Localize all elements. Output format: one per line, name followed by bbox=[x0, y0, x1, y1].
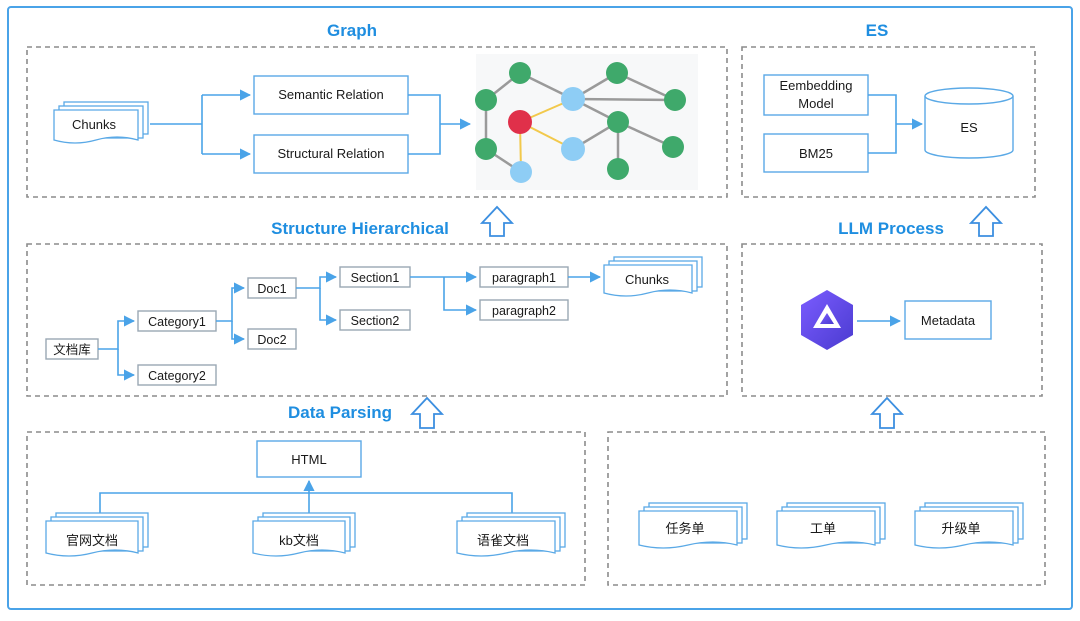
graph-node bbox=[561, 137, 585, 161]
category1-label: Category1 bbox=[148, 315, 206, 329]
ticket-work-label: 工单 bbox=[810, 521, 836, 536]
graph-chunks-label: Chunks bbox=[72, 117, 117, 132]
graph-chunks-doc: Chunks bbox=[53, 101, 149, 144]
arrow-up-to-llm bbox=[869, 396, 905, 429]
llm-logo-icon bbox=[801, 290, 853, 350]
graph-node-center bbox=[508, 110, 532, 134]
graph-node bbox=[561, 87, 585, 111]
semantic-relation-label: Semantic Relation bbox=[278, 87, 384, 102]
llm-panel bbox=[741, 243, 1043, 397]
paragraph1-label: paragraph1 bbox=[492, 271, 556, 285]
doc2-label: Doc2 bbox=[257, 333, 286, 347]
embedding-model-label-2: Model bbox=[798, 96, 834, 111]
metadata-box bbox=[904, 300, 992, 340]
arrow-doc1-sec2 bbox=[319, 288, 338, 326]
structure-panel bbox=[26, 243, 728, 397]
graph-node bbox=[607, 111, 629, 133]
paragraph2-label: paragraph2 bbox=[492, 304, 556, 318]
doc2-box bbox=[247, 328, 297, 350]
doc-kb-label: kb文档 bbox=[279, 533, 319, 548]
structural-relation-label: Structural Relation bbox=[278, 146, 385, 161]
parsing-merge-line bbox=[99, 492, 513, 517]
graph-panel bbox=[26, 46, 728, 198]
arrow-up-to-structure bbox=[409, 396, 445, 429]
arrow-root-cat2 bbox=[117, 349, 136, 381]
parsing-title: Data Parsing bbox=[288, 403, 392, 422]
arrow-up-to-es bbox=[968, 205, 1004, 237]
ticket-task-doc: 任务单 bbox=[638, 502, 748, 549]
ticket-work-doc: 工单 bbox=[776, 502, 886, 549]
html-label: HTML bbox=[291, 452, 326, 467]
hierarchy-chunks-label: Chunks bbox=[625, 272, 670, 287]
html-box bbox=[256, 440, 362, 478]
embedding-model-box bbox=[763, 74, 869, 116]
graph-node bbox=[607, 158, 629, 180]
root-node-label: 文档库 bbox=[53, 342, 91, 357]
graph-node bbox=[662, 136, 684, 158]
structure-title: Structure Hierarchical bbox=[271, 219, 449, 238]
doc-kb-doc: kb文档 bbox=[252, 512, 356, 557]
graph-title: Graph bbox=[327, 21, 377, 40]
es-title: ES bbox=[866, 21, 889, 40]
graph-node bbox=[510, 161, 532, 183]
doc-site-doc: 官网文档 bbox=[45, 512, 149, 557]
graph-node bbox=[475, 89, 497, 111]
doc-site-label: 官网文档 bbox=[66, 533, 118, 548]
doc1-label: Doc1 bbox=[257, 282, 286, 296]
llm-title: LLM Process bbox=[838, 219, 944, 238]
arrow-sec1-par2 bbox=[443, 277, 478, 316]
arrow-up-to-graph bbox=[479, 205, 515, 237]
metadata-label: Metadata bbox=[921, 313, 976, 328]
ticket-task-label: 任务单 bbox=[665, 521, 704, 536]
es-database: ES bbox=[924, 87, 1014, 159]
parsing-panel bbox=[26, 431, 586, 586]
es-panel bbox=[741, 46, 1036, 198]
paragraph2-box bbox=[479, 299, 569, 321]
es-merge-line bbox=[868, 94, 897, 154]
hierarchy-chunks-doc: Chunks bbox=[603, 256, 703, 297]
tickets-panel bbox=[607, 431, 1046, 586]
ticket-upgrade-label: 升级单 bbox=[941, 521, 980, 536]
graph-node bbox=[509, 62, 531, 84]
graph-merge-line bbox=[408, 94, 441, 155]
arrow-cat1-doc1 bbox=[216, 282, 246, 322]
doc-yuque-label: 语雀文档 bbox=[477, 533, 529, 548]
semantic-relation-box bbox=[253, 75, 409, 115]
es-database-label: ES bbox=[960, 120, 978, 135]
graph-node bbox=[475, 138, 497, 160]
ticket-upgrade-doc: 升级单 bbox=[914, 502, 1024, 549]
embedding-model-label-1: Eembedding bbox=[780, 78, 853, 93]
outer-frame bbox=[7, 6, 1073, 610]
section2-box bbox=[339, 309, 411, 331]
graph-node bbox=[606, 62, 628, 84]
bm25-label: BM25 bbox=[799, 146, 833, 161]
category2-box bbox=[137, 364, 217, 386]
doc-yuque-doc: 语雀文档 bbox=[456, 512, 566, 557]
graph-node bbox=[664, 89, 686, 111]
section2-label: Section2 bbox=[351, 314, 400, 328]
knowledge-graph-illustration bbox=[475, 54, 698, 190]
category2-label: Category2 bbox=[148, 369, 206, 383]
arrow-root-cat1 bbox=[98, 315, 136, 350]
arrow-doc1-sec1 bbox=[296, 271, 338, 289]
section1-label: Section1 bbox=[351, 271, 400, 285]
arrow-cat1-doc2 bbox=[231, 321, 246, 345]
